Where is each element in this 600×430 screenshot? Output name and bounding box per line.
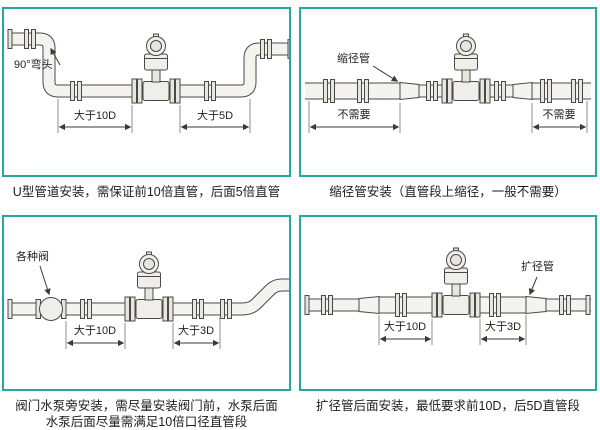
callout-arrow bbox=[39, 265, 51, 296]
caption-expander: 扩径管后面安装，最低要求前10D，后5D直管段 bbox=[316, 399, 580, 413]
pipe-end-flange-icon bbox=[7, 29, 13, 49]
caption-valve-line2: 水泵后面尽量需满足10倍口径直管段 bbox=[45, 415, 248, 429]
callout-arrow bbox=[372, 65, 399, 82]
diagram-reducer-svg bbox=[305, 33, 591, 133]
dim-label-right: 大于3D bbox=[484, 321, 522, 333]
dim-label-right: 大于5D bbox=[196, 110, 234, 122]
dim-label-left: 大于10D bbox=[383, 321, 427, 333]
callout-arrow bbox=[528, 276, 538, 296]
expander-cone-icon bbox=[525, 295, 547, 315]
dim-label-left: 大于10D bbox=[73, 110, 117, 122]
flowmeter-icon bbox=[441, 33, 491, 104]
reducer-cone-icon bbox=[399, 81, 420, 101]
diagram-box-valve: 各种阀 大于10D 大于3D bbox=[2, 215, 291, 391]
diagram-expander-svg bbox=[304, 247, 591, 345]
panel-u-type: 90°弯头 大于10D 大于5D U型管道安装，需保证前10倍直管，后面5倍直管 bbox=[2, 7, 291, 200]
pipe-fill bbox=[8, 279, 289, 315]
diagram-box-reducer: 缩径管 不需要 不需要 bbox=[299, 7, 597, 177]
flowmeter-icon bbox=[124, 251, 174, 322]
dim-label-left: 大于10D bbox=[73, 325, 117, 337]
expander-cone-icon bbox=[358, 295, 380, 315]
valve-icon bbox=[35, 297, 67, 321]
flowmeter-icon bbox=[431, 247, 481, 318]
label-elbow: 90°弯头 bbox=[14, 59, 53, 71]
label-valve: 各种阀 bbox=[16, 251, 49, 263]
reducer-cone-icon bbox=[512, 81, 533, 101]
diagram-box-expander: 扩径管 大于10D 大于3D bbox=[299, 215, 597, 391]
pipe-end-flange-icon bbox=[287, 39, 289, 59]
caption-reducer: 缩径管安装（直管段上缩径，一般不需要） bbox=[329, 185, 567, 199]
diagram-valve-svg bbox=[7, 251, 289, 349]
caption-valve-line1: 阀门水泵旁安装，需尽量安装阀门前，水泵后面 bbox=[15, 399, 278, 413]
panel-valve: 各种阀 大于10D 大于3D 阀门水泵旁安装，需尽量安装阀门前，水泵后面 水泵后… bbox=[2, 215, 291, 430]
dim-label-left: 不需要 bbox=[337, 109, 371, 121]
label-reducer: 缩径管 bbox=[337, 53, 370, 65]
diagram-u-type-svg bbox=[7, 29, 289, 133]
panel-expander: 扩径管 大于10D 大于3D 扩径管后面安装，最低要求前10D，后5D直管段 bbox=[299, 215, 597, 414]
pipe-end-flange-icon bbox=[585, 295, 591, 315]
callout-arrow bbox=[50, 47, 61, 66]
pipe-end-flange-icon bbox=[304, 295, 310, 315]
pipe-end-flange-icon bbox=[7, 299, 13, 319]
label-expander: 扩径管 bbox=[521, 261, 554, 273]
panel-reducer: 缩径管 不需要 不需要 缩径管安装（直管段上缩径，一般不需要） bbox=[299, 7, 597, 200]
flowmeter-icon bbox=[131, 33, 181, 104]
caption-u-type: U型管道安装，需保证前10倍直管，后面5倍直管 bbox=[12, 185, 281, 199]
dim-label-right: 不需要 bbox=[542, 109, 576, 121]
diagram-box-u-type: 90°弯头 大于10D 大于5D bbox=[2, 7, 291, 177]
dim-label-right: 大于3D bbox=[177, 325, 215, 337]
